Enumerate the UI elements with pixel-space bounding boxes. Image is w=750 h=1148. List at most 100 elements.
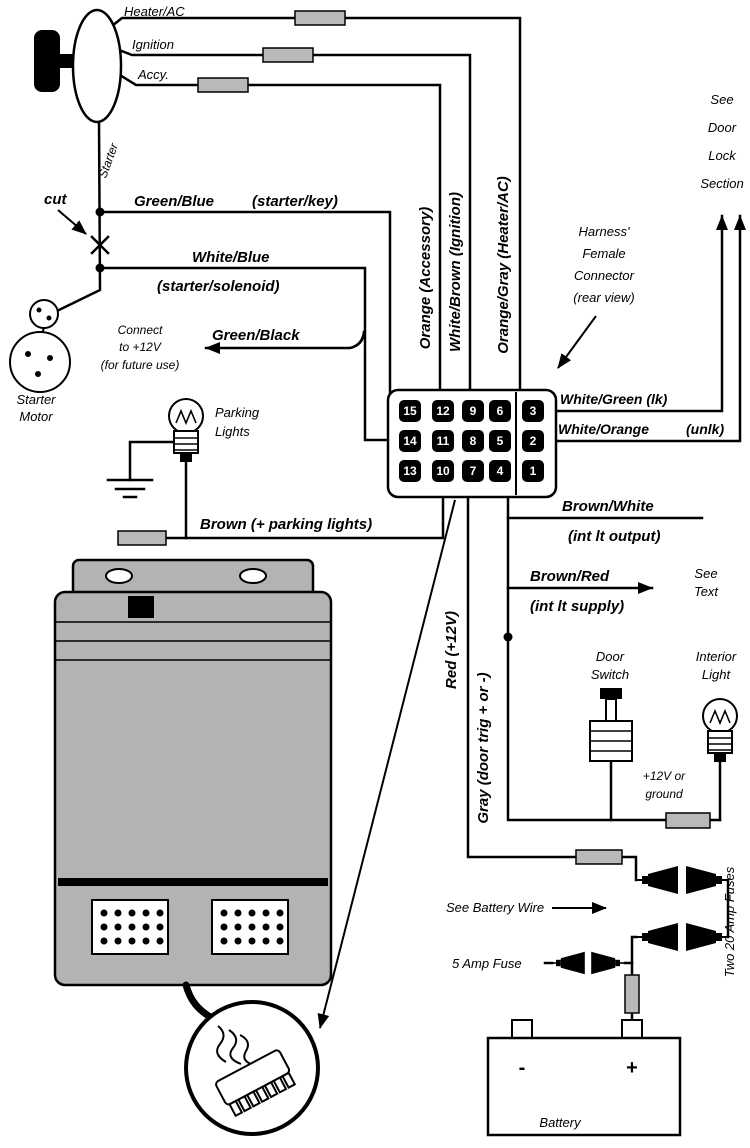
label-interior-light-1: Interior <box>696 649 737 664</box>
splice-parking <box>117 530 167 546</box>
splice-battery-lead <box>624 974 640 1014</box>
label-unlk: (unlk) <box>686 421 724 437</box>
label-12v-or-2: ground <box>645 787 683 801</box>
label-two-20-amp: Two 20 Amp Fuses <box>722 866 737 977</box>
pin-label: 3 <box>530 404 537 418</box>
parking-light-lamp <box>168 398 204 463</box>
module-connector-left <box>91 899 169 955</box>
harness-arrow <box>557 315 597 369</box>
pin-label: 9 <box>470 404 477 418</box>
junction-dot <box>95 207 105 217</box>
interior-light-lamp <box>702 698 738 763</box>
wire-starter <box>55 119 102 313</box>
label-brown-red: Brown/Red <box>530 568 610 585</box>
pin-label: 13 <box>403 464 417 478</box>
label-brown-parking: Brown (+ parking lights) <box>200 516 372 533</box>
label-cut: cut <box>44 191 68 208</box>
harness-connector-block: 15 12 9 6 3 14 11 8 5 2 13 10 7 4 1 <box>386 388 558 499</box>
label-white-green: White/Green (lk) <box>560 391 668 407</box>
label-connect-3: (for future use) <box>101 358 180 372</box>
label-12v-or-1: +12V or <box>643 769 686 783</box>
starter-motor-symbol <box>9 299 71 393</box>
wire-green-blue <box>98 210 392 394</box>
wire-brown-parking <box>164 495 445 540</box>
label-5-amp-fuse: 5 Amp Fuse <box>452 956 522 971</box>
key-bow <box>34 30 60 92</box>
label-brown-white: Brown/White <box>562 498 654 515</box>
pin-label: 15 <box>403 404 417 418</box>
wire-gray-door-trigger <box>506 495 722 822</box>
splice-accessory <box>197 77 249 93</box>
splice-heater <box>294 10 346 26</box>
fuse-5amp <box>550 950 626 976</box>
pin-4: 4 <box>489 460 511 482</box>
battery-case <box>486 1036 682 1137</box>
label-white-blue: White/Blue <box>192 249 270 266</box>
cut-arrow <box>57 209 87 235</box>
label-battery-plus: + <box>626 1057 638 1079</box>
pin-5: 5 <box>489 430 511 452</box>
wire-red-12v <box>466 495 638 882</box>
label-harness-2: Female <box>582 246 625 261</box>
key-cylinder <box>71 8 123 124</box>
ignition-switch-symbol <box>34 8 123 124</box>
bracket-slot <box>239 568 267 584</box>
wire-green-black <box>204 330 366 354</box>
label-starter-solenoid: (starter/solenoid) <box>157 278 280 295</box>
solenoid-circle <box>29 299 59 329</box>
splice-red-12v <box>575 849 623 865</box>
label-int-lt-output: (int lt output) <box>568 528 660 545</box>
label-parking-1: Parking <box>215 405 260 420</box>
battery-terminal-pos <box>621 1019 643 1039</box>
label-see-door-2: Door <box>708 120 737 135</box>
label-battery-minus: - <box>519 1057 526 1079</box>
module-body <box>53 590 333 987</box>
pin-11: 11 <box>432 430 454 452</box>
pin-15: 15 <box>399 400 421 422</box>
module-separator <box>58 878 328 886</box>
inset-wire <box>239 1034 255 1066</box>
switch-plunger <box>605 698 617 722</box>
wire-white-green <box>542 214 728 413</box>
junction-dot <box>503 632 513 642</box>
pin-13: 13 <box>399 460 421 482</box>
pin-8: 8 <box>462 430 484 452</box>
splice-ignition <box>262 47 314 63</box>
pin-label: 6 <box>497 404 504 418</box>
plug-detail-inset <box>182 981 320 1136</box>
pin-2: 2 <box>522 430 544 452</box>
label-harness-3: Connector <box>574 268 635 283</box>
label-see-door-1: See <box>710 92 733 107</box>
pin-7: 7 <box>462 460 484 482</box>
plug-detail-arrow <box>317 499 456 1029</box>
label-white-brown: White/Brown (Ignition) <box>447 192 464 352</box>
label-harness-1: Harness' <box>579 224 630 239</box>
label-door-switch-2: Switch <box>591 667 629 682</box>
switch-cap <box>600 688 622 699</box>
label-starter-key: (starter/key) <box>252 193 338 210</box>
pin-1: 1 <box>522 460 544 482</box>
pin-label: 5 <box>497 434 504 448</box>
inset-wire <box>228 1029 242 1065</box>
pin-label: 11 <box>437 434 450 448</box>
splice-terminals <box>117 10 711 1014</box>
label-connect-1: Connect <box>118 323 163 337</box>
label-orange-accessory: Orange (Accessory) <box>417 207 434 350</box>
pin-12: 12 <box>432 400 454 422</box>
pin-6: 6 <box>489 400 511 422</box>
bracket-slot <box>105 568 133 584</box>
pin-label: 14 <box>403 434 417 448</box>
wire-white-orange <box>542 214 746 443</box>
wire-white-blue <box>98 266 390 442</box>
pin-label: 8 <box>470 434 477 448</box>
inset-wire <box>216 1025 227 1063</box>
label-door-switch-1: Door <box>596 649 625 664</box>
label-red-12v: Red (+12V) <box>443 611 460 689</box>
label-accy: Accy. <box>137 67 169 82</box>
battery-terminal-neg <box>511 1019 533 1039</box>
label-see-battery-wire: See Battery Wire <box>446 900 544 915</box>
label-ignition: Ignition <box>132 37 174 52</box>
label-parking-2: Lights <box>215 424 250 439</box>
pin-10: 10 <box>432 460 454 482</box>
